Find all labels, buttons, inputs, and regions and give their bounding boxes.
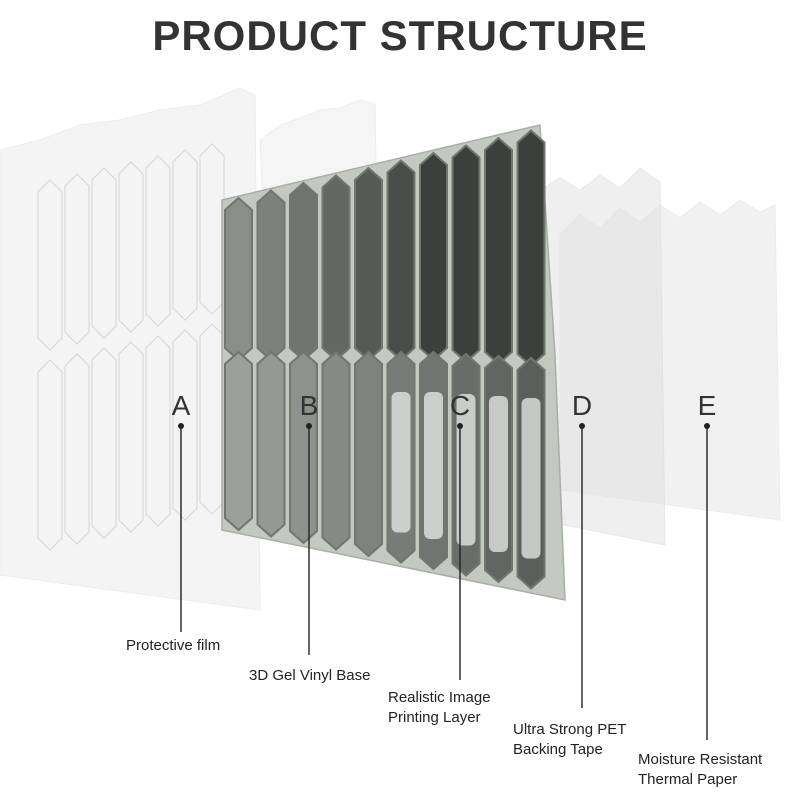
printed-tile-upper xyxy=(419,151,448,362)
printed-tile-upper xyxy=(484,136,513,366)
printed-tile-highlight xyxy=(521,398,541,559)
caption-layer-d: Ultra Strong PET Backing Tape xyxy=(513,720,626,760)
printed-tile-lower xyxy=(224,350,253,532)
printed-tile-highlight xyxy=(456,394,476,546)
caption-line: Realistic Image xyxy=(388,689,491,706)
film-tile xyxy=(118,341,144,533)
page-title: PRODUCT STRUCTURE xyxy=(152,12,648,59)
printed-tile-upper xyxy=(451,144,481,364)
film-tile xyxy=(91,347,117,539)
caption-layer-a: Protective film xyxy=(126,636,220,656)
film-tile xyxy=(118,161,144,333)
printed-tile-upper xyxy=(354,166,383,362)
caption-line: Moisture Resistant xyxy=(638,751,763,768)
film-tile xyxy=(199,143,225,315)
film-tile xyxy=(37,359,63,551)
film-tile xyxy=(64,353,90,545)
printed-tile-lower xyxy=(256,350,286,538)
caption-line: Backing Tape xyxy=(513,741,603,758)
printed-tile-upper xyxy=(516,129,546,368)
layer-callouts: A B C D E xyxy=(172,390,717,740)
layer-d-backing-tape xyxy=(539,167,666,546)
caption-layer-b: 3D Gel Vinyl Base xyxy=(249,666,370,686)
caption-line: 3D Gel Vinyl Base xyxy=(249,667,371,684)
film-tile xyxy=(145,155,171,327)
printed-tile-upper xyxy=(256,189,286,362)
layer-c-printed-tiles xyxy=(224,129,546,590)
printed-tile-lower xyxy=(354,350,383,558)
caption-line: Ultra Strong PET xyxy=(513,721,627,738)
printed-tile-lower xyxy=(289,350,318,545)
printed-tile-lower xyxy=(321,350,351,551)
printed-tile-highlight xyxy=(424,392,443,539)
printed-tile-upper xyxy=(289,181,318,362)
film-tile xyxy=(172,329,198,521)
layer-letter-a: A xyxy=(172,390,191,421)
film-tile xyxy=(172,149,198,321)
printed-tile-upper xyxy=(321,174,351,362)
layer-letter-b: B xyxy=(300,390,319,421)
film-tile xyxy=(91,167,117,339)
printed-tile-highlight xyxy=(489,396,508,552)
layer-letter-e: E xyxy=(698,390,717,421)
film-tile-grid xyxy=(37,143,225,551)
layer-letter-d: D xyxy=(572,390,592,421)
film-tile xyxy=(145,335,171,527)
printed-tile-upper xyxy=(386,159,416,362)
caption-line: Thermal Paper xyxy=(638,771,738,788)
printed-tile-upper xyxy=(224,196,253,362)
caption-line: Protective film xyxy=(126,637,221,654)
layer-letter-c: C xyxy=(450,390,470,421)
film-tile xyxy=(37,179,63,351)
caption-line: Printing Layer xyxy=(388,709,481,726)
film-tile xyxy=(64,173,90,345)
printed-tile-highlight xyxy=(391,392,411,533)
